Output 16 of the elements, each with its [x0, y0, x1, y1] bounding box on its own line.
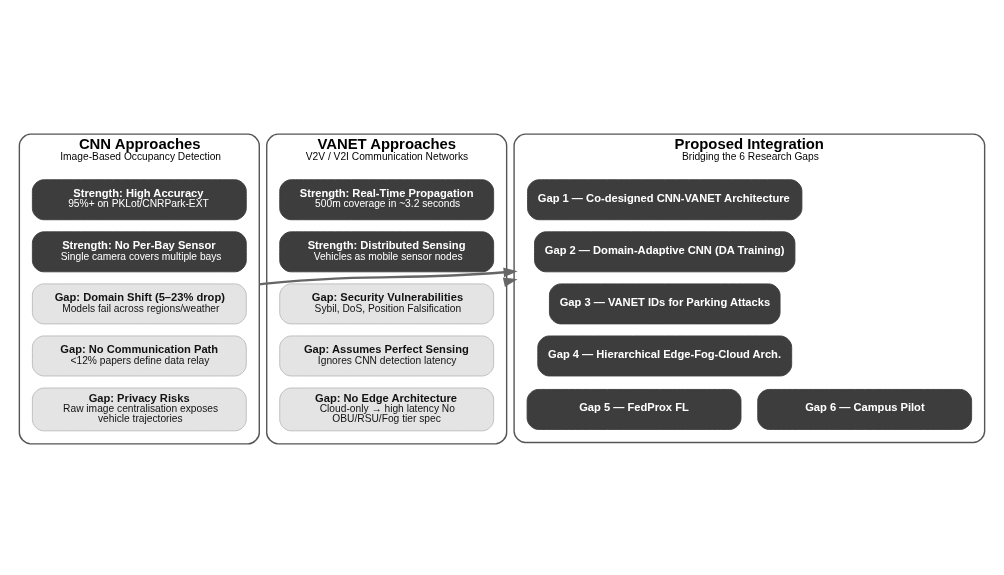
node-box: Gap 1 — Co-designed CNN-VANET Architecture [527, 179, 803, 221]
node-box: Gap: Security Vulnerabilities Sybil, DoS, Position Falsification [279, 283, 495, 325]
node-box: Gap 2 — Domain-Adaptive CNN (DA Training) [534, 231, 796, 273]
node-box: Strength: Distributed Sensing Vehicles as mobile sensor nodes [279, 231, 495, 273]
node-box: Gap 6 — Campus Pilot [757, 388, 973, 430]
node-box: Gap: No Edge Architecture Cloud-only → high latency No OBU/RSU/Fog tier spec [279, 387, 495, 432]
node-box: Gap: Assumes Perfect Sensing Ignores CNN detection latency [279, 335, 495, 377]
node-box: Gap 4 — Hierarchical Edge-Fog-Cloud Arch. [537, 335, 793, 377]
node-box: Strength: No Per-Bay Sensor Single camera covers multiple bays [31, 231, 247, 273]
node-box: Gap 5 — FedProx FL [526, 388, 742, 430]
node-box: Gap: Domain Shift (5–23% drop) Models fail across regions/weather [31, 283, 247, 325]
node-box: Strength: Real-Time Propagation 500m coverage in ~3.2 seconds [279, 179, 495, 221]
node-box: Gap: No Communication Path <12% papers define data relay [31, 335, 247, 377]
node-box: Strength: High Accuracy 95%+ on PKLot/CNRPark-EXT [31, 179, 247, 221]
node-box: Gap 3 — VANET IDs for Parking Attacks [548, 283, 781, 325]
node-box: Gap: Privacy Risks Raw image centralisation exposes vehicle trajectories [31, 387, 247, 432]
